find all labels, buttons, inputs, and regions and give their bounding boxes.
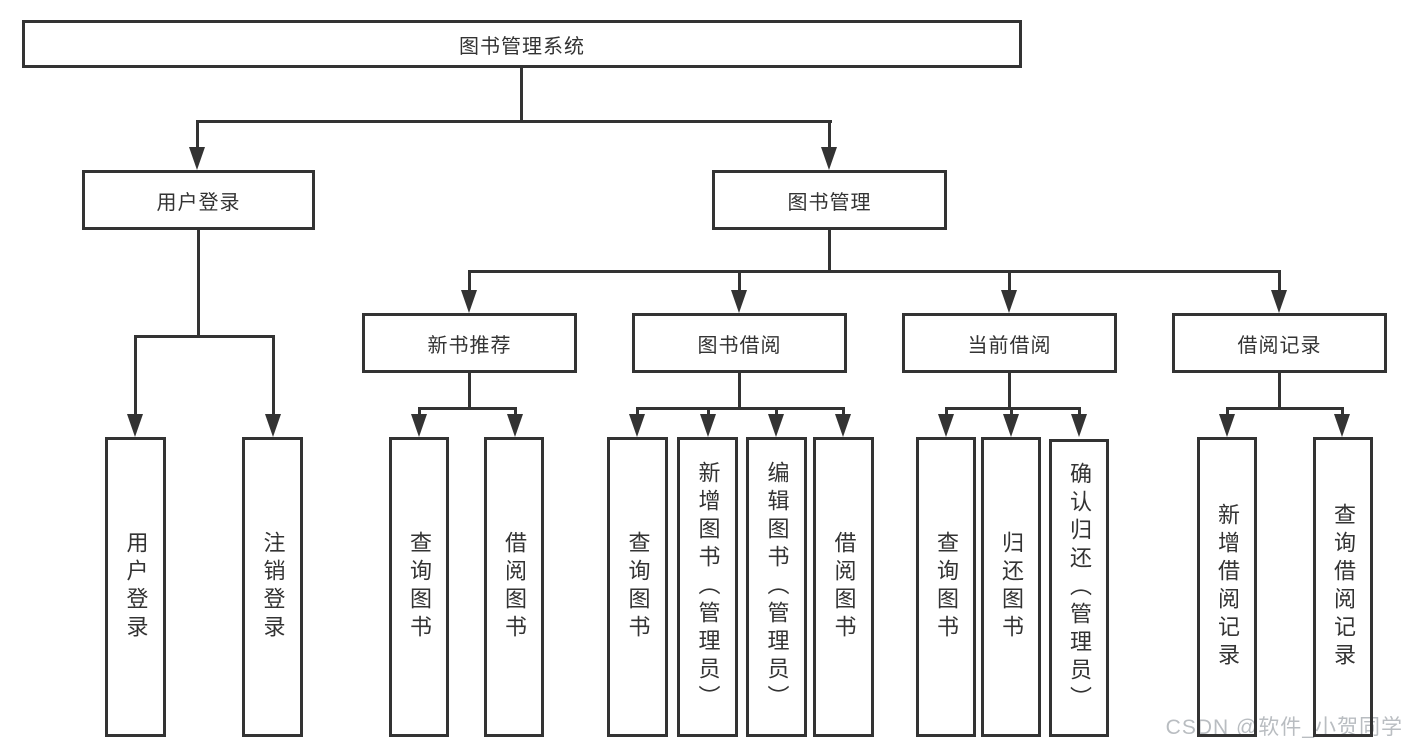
connector-line <box>1278 270 1281 292</box>
leaf-return-books: 归还图书 <box>981 437 1041 737</box>
connector-line <box>1078 407 1081 416</box>
arrowhead-down-icon <box>1334 414 1350 437</box>
connector-line <box>520 68 523 123</box>
arrowhead-down-icon <box>629 414 645 437</box>
connector-line <box>468 270 1281 273</box>
leaf-query-borrow-record: 查询借阅记录 <box>1313 437 1373 737</box>
connector-line <box>272 335 275 415</box>
arrowhead-down-icon <box>411 414 427 437</box>
arrowhead-down-icon <box>127 414 143 437</box>
connector-line <box>945 407 948 416</box>
leaf-query-books-borrow: 查询图书 <box>607 437 668 737</box>
arrowhead-down-icon <box>1219 414 1235 437</box>
node-book-management: 图书管理 <box>712 170 947 230</box>
connector-line <box>738 373 741 410</box>
connector-line <box>828 230 831 273</box>
arrowhead-down-icon <box>507 414 523 437</box>
arrowhead-down-icon <box>731 290 747 313</box>
arrowhead-down-icon <box>768 414 784 437</box>
connector-line <box>468 270 471 292</box>
leaf-logout: 注销登录 <box>242 437 303 737</box>
connector-line <box>1278 373 1281 410</box>
connector-line <box>636 407 845 410</box>
connector-line <box>418 407 517 410</box>
connector-line <box>636 407 639 416</box>
connector-line <box>134 335 275 338</box>
node-book-borrow: 图书借阅 <box>632 313 847 373</box>
leaf-confirm-return-admin: 确认归还（管理员） <box>1049 439 1109 737</box>
connector-line <box>196 120 199 150</box>
connector-line <box>842 407 845 416</box>
connector-line <box>1008 270 1011 292</box>
connector-line <box>197 230 200 338</box>
connector-line <box>1226 407 1229 416</box>
connector-line <box>1010 407 1013 416</box>
leaf-query-books-recommend: 查询图书 <box>389 437 449 737</box>
connector-line <box>775 407 778 416</box>
arrowhead-down-icon <box>1001 290 1017 313</box>
node-current-borrow: 当前借阅 <box>902 313 1117 373</box>
arrowhead-down-icon <box>1271 290 1287 313</box>
connector-line <box>196 120 832 123</box>
leaf-borrow-books: 借阅图书 <box>813 437 874 737</box>
arrowhead-down-icon <box>700 414 716 437</box>
connector-line <box>418 407 421 416</box>
connector-line <box>1341 407 1344 416</box>
leaf-query-books-current: 查询图书 <box>916 437 976 737</box>
csdn-watermark: CSDN @软件_小贺同学 <box>1165 716 1403 739</box>
leaf-add-books-admin: 新增图书（管理员） <box>677 437 738 737</box>
leaf-edit-books-admin: 编辑图书（管理员） <box>746 437 807 737</box>
arrowhead-down-icon <box>938 414 954 437</box>
connector-line <box>1226 407 1343 410</box>
node-new-book-recommend: 新书推荐 <box>362 313 577 373</box>
arrowhead-down-icon <box>461 290 477 313</box>
connector-line <box>1008 373 1011 410</box>
connector-line <box>707 407 710 416</box>
connector-line <box>738 270 741 292</box>
connector-line <box>828 120 831 150</box>
leaf-borrow-books-recommend: 借阅图书 <box>484 437 544 737</box>
arrowhead-down-icon <box>1071 414 1087 437</box>
leaf-user-login: 用户登录 <box>105 437 166 737</box>
node-borrow-records: 借阅记录 <box>1172 313 1387 373</box>
arrowhead-down-icon <box>835 414 851 437</box>
leaf-add-borrow-record: 新增借阅记录 <box>1197 437 1257 737</box>
arrowhead-down-icon <box>1003 414 1019 437</box>
arrowhead-down-icon <box>821 147 837 170</box>
node-user-login: 用户登录 <box>82 170 315 230</box>
connector-line <box>134 335 137 415</box>
connector-line <box>468 373 471 410</box>
connector-line <box>514 407 517 416</box>
arrowhead-down-icon <box>265 414 281 437</box>
arrowhead-down-icon <box>189 147 205 170</box>
node-library-management-system: 图书管理系统 <box>22 20 1022 68</box>
